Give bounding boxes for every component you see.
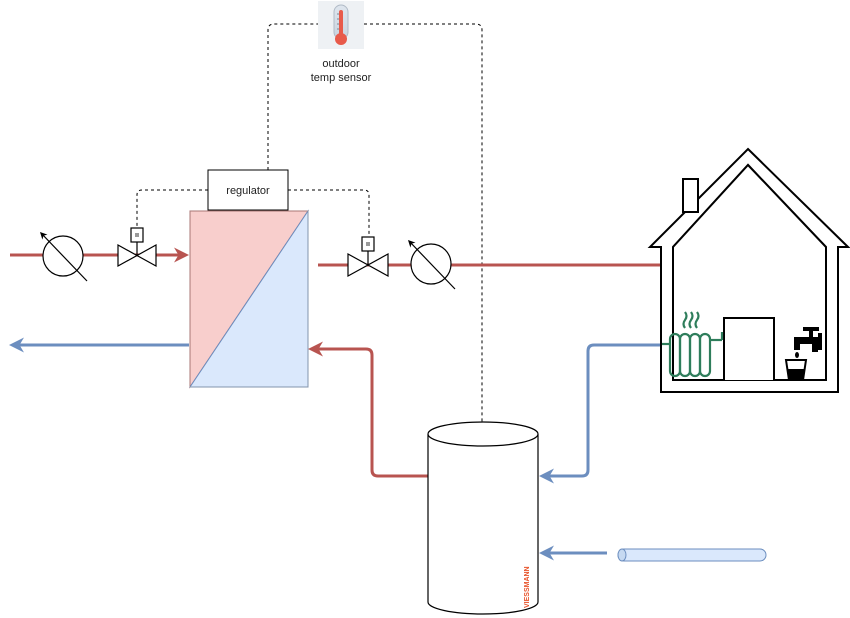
regulator-label: regulator	[226, 185, 270, 197]
sensor-signal-line	[267, 23, 318, 170]
radiator-return-pipe	[539, 343, 660, 484]
storage-tank-icon: VIESSMANN	[427, 421, 539, 615]
faucet-icon	[794, 327, 822, 358]
cold-water-pipe-icon	[617, 548, 767, 562]
control-signal-lines	[136, 23, 483, 424]
radiator-icon	[662, 311, 724, 378]
primary-valve-signal-line	[136, 189, 208, 228]
house-icon	[647, 147, 850, 393]
tank-signal-line	[364, 23, 483, 424]
regulator: regulator	[207, 169, 289, 211]
flowmeter-icon	[40, 231, 88, 282]
sensor-label-line1: outdoor	[322, 58, 360, 70]
glass-icon	[784, 359, 808, 381]
sensor-label-line2: temp sensor	[311, 72, 372, 84]
flowmeter-icon	[408, 239, 456, 290]
control-valve-icon	[347, 236, 389, 278]
tank-brand-logo: VIESSMANN	[524, 566, 531, 608]
heat-exchanger-icon	[189, 209, 309, 389]
thermometer-icon	[318, 1, 364, 49]
tank-to-exchanger-pipe	[308, 341, 428, 478]
control-valve-icon	[117, 227, 157, 268]
outdoor-temp-sensor: outdoor temp sensor	[311, 1, 372, 84]
secondary-valve-signal-line	[288, 189, 370, 237]
